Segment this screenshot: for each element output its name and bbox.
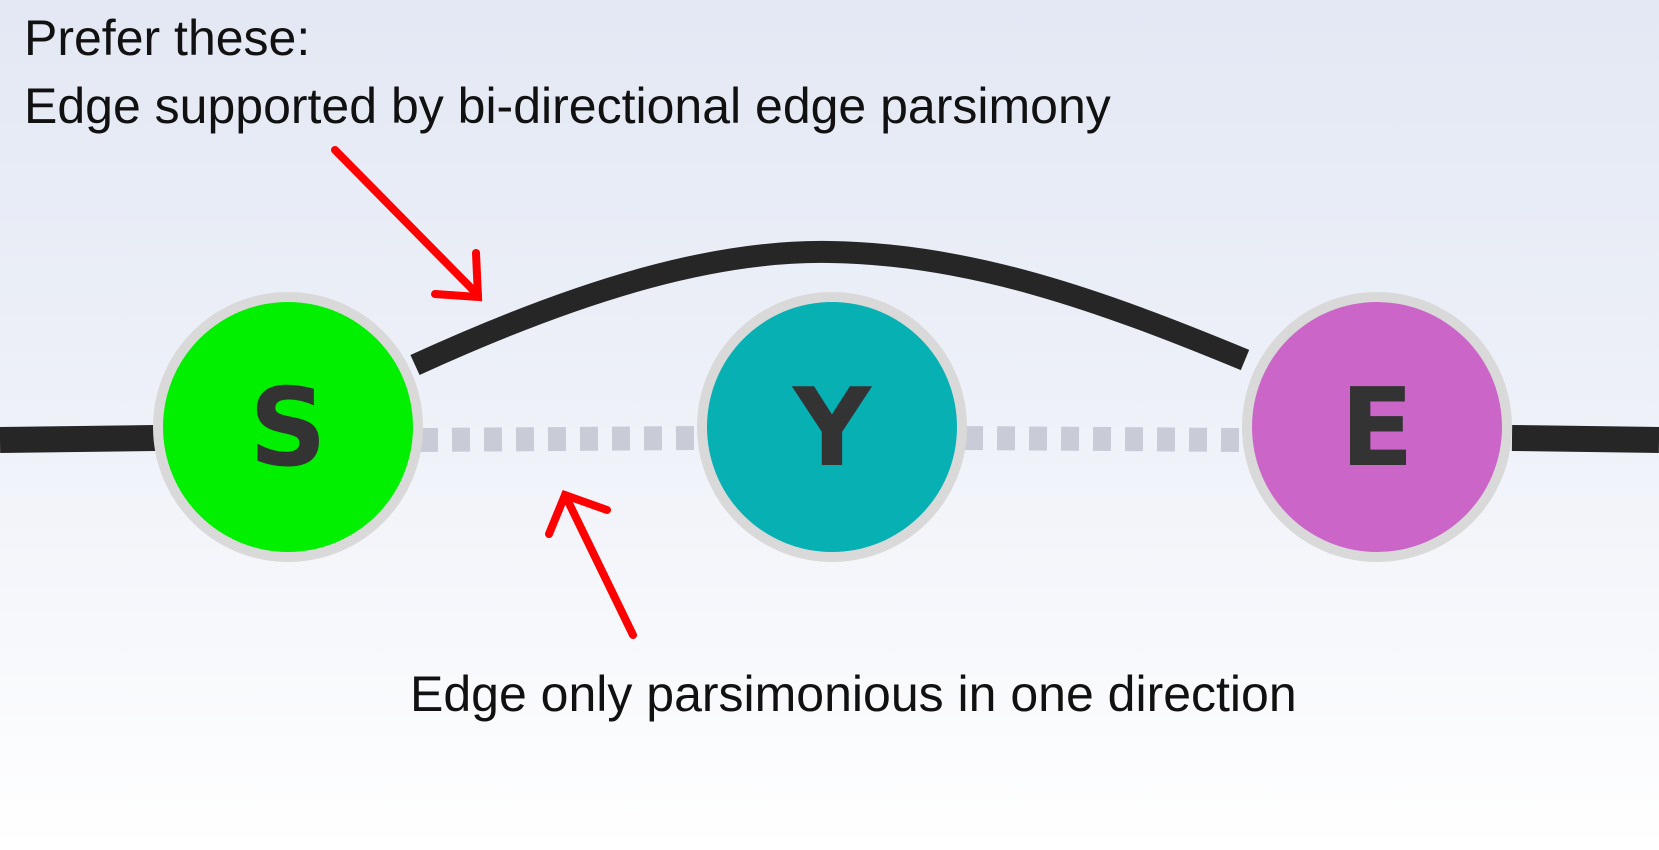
node-s-fill — [163, 302, 413, 552]
weak-edge-y-e — [964, 426, 1246, 452]
node-y-label: Y — [791, 366, 873, 491]
node-s-label: S — [249, 366, 327, 491]
node-e-label: E — [1340, 366, 1414, 491]
caption-top-line1: Prefer these: — [24, 10, 311, 66]
node-y: Y — [697, 292, 967, 562]
node-s: S — [153, 292, 423, 562]
arrow-to-weak-edge — [545, 489, 637, 639]
arrow-head — [431, 249, 483, 302]
arrow-shaft — [561, 491, 637, 639]
arrow-head — [545, 489, 611, 538]
edge-left-outer — [0, 425, 156, 453]
node-y-fill — [707, 302, 957, 552]
strong-edge-s-e — [410, 240, 1250, 376]
caption-bottom: Edge only parsimonious in one direction — [410, 666, 1297, 722]
arrow-shaft — [331, 146, 482, 299]
caption-top: Prefer these: Edge supported by bi-direc… — [24, 4, 1111, 140]
node-e-fill — [1252, 302, 1502, 552]
edge-right-outer — [1511, 425, 1659, 453]
weak-edge-s-y — [419, 426, 701, 452]
node-e: E — [1242, 292, 1512, 562]
caption-top-line2: Edge supported by bi-directional edge pa… — [24, 78, 1111, 134]
arrow-to-strong-edge — [331, 146, 483, 302]
